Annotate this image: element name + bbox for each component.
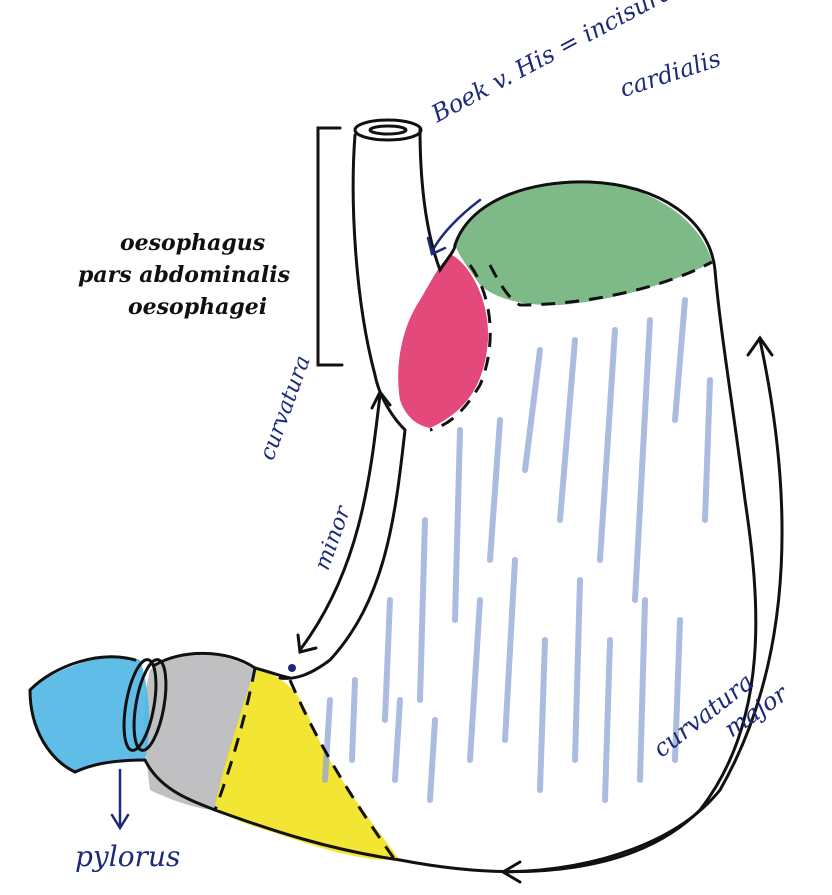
body-stripe [640,600,645,780]
body-stripe [490,420,500,560]
body-stripe [575,580,580,760]
body-stripe [705,380,710,520]
body-stripe [352,680,355,760]
body-stripe [430,720,435,800]
body-stripes [325,300,710,800]
label-oesophagei: oesophagei [128,294,267,320]
body-stripe [540,640,545,790]
body-stripe [525,350,540,470]
angular-notch-dot [288,664,296,672]
body-stripe [675,300,685,420]
body-stripe [395,700,400,780]
body-stripe [605,640,610,800]
label-pars-abdominalis: pars abdominalis [78,262,290,288]
pylorus-pointer [112,770,128,828]
body-stripe [600,330,615,560]
cardia-region [398,255,488,428]
body-stripe [505,560,515,740]
body-stripe [470,600,480,760]
body-stripe [420,520,425,700]
label-oesophagus: oesophagus [120,230,265,256]
body-stripe [385,600,390,720]
body-stripe [635,320,650,600]
body-stripe [455,430,460,620]
body-stripe [560,340,575,520]
label-pylorus: pylorus [75,840,180,873]
